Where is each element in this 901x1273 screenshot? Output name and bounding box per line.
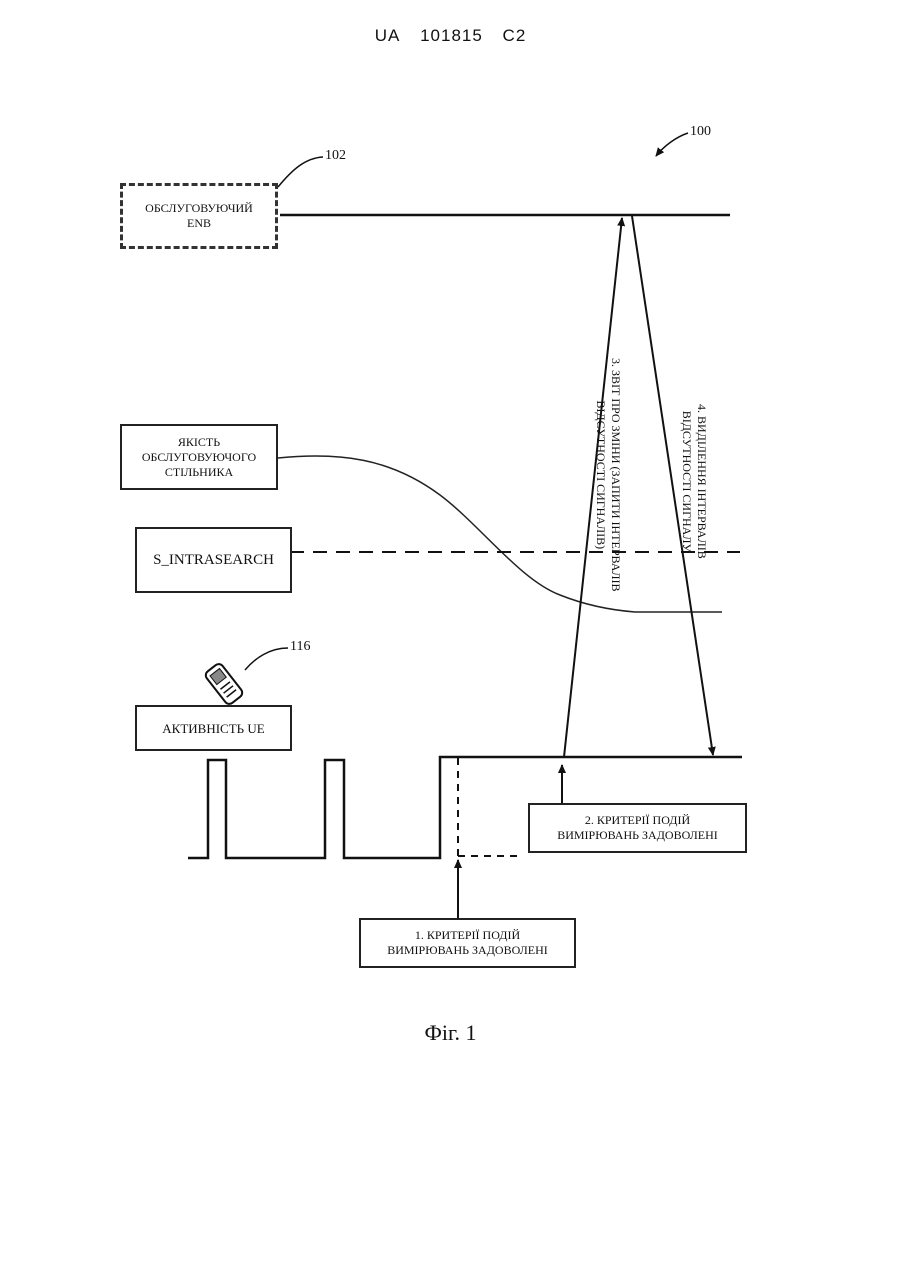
step1-line2: ВИМІРЮВАНЬ ЗАДОВОЛЕНІ <box>387 943 548 958</box>
ref-102: 102 <box>325 148 346 164</box>
ref-116-leader <box>245 648 288 670</box>
quality-curve <box>278 456 722 612</box>
serving-enb-box: ОБСЛУГОВУЮЧИЙ ENB <box>120 183 278 249</box>
step2-box: 2. КРИТЕРІЇ ПОДІЙ ВИМІРЮВАНЬ ЗАДОВОЛЕНІ <box>528 803 747 853</box>
figure-caption: Фіг. 1 <box>0 1020 901 1046</box>
s-intrasearch-box: S_INTRASEARCH <box>135 527 292 593</box>
step1-box: 1. КРИТЕРІЇ ПОДІЙ ВИМІРЮВАНЬ ЗАДОВОЛЕНІ <box>359 918 576 968</box>
quality-line1: ЯКІСТЬ <box>178 435 220 450</box>
serving-enb-line1: ОБСЛУГОВУЮЧИЙ <box>145 201 253 216</box>
ue-handset-icon <box>204 662 244 706</box>
ue-activity-box: АКТИВНІСТЬ UE <box>135 705 292 751</box>
step1-line1: 1. КРИТЕРІЇ ПОДІЙ <box>415 928 520 943</box>
step4-line1: 4. ВИДІЛЕННЯ ІНТЕРВАЛІВ <box>694 404 709 559</box>
ref-116: 116 <box>290 639 310 655</box>
ref-100-arrow <box>656 133 688 156</box>
step3-line2: ВІДСУТНОСТІ СИГНАЛІВ) <box>593 358 608 592</box>
s-intrasearch-label: S_INTRASEARCH <box>153 553 274 568</box>
step2-line1: 2. КРИТЕРІЇ ПОДІЙ <box>585 813 690 828</box>
step3-line1: 3. ЗВІТ ПРО ЗМІНИ (ЗАПИТИ ІНТЕРВАЛІВ <box>608 358 623 592</box>
ue-activity-label: АКТИВНІСТЬ UE <box>162 721 264 736</box>
step3-label: 3. ЗВІТ ПРО ЗМІНИ (ЗАПИТИ ІНТЕРВАЛІВ ВІД… <box>593 358 623 592</box>
serving-cell-quality-box: ЯКІСТЬ ОБСЛУГОВУЮЧОГО СТІЛЬНИКА <box>120 424 278 490</box>
step2-line2: ВИМІРЮВАНЬ ЗАДОВОЛЕНІ <box>557 828 718 843</box>
quality-line3: СТІЛЬНИКА <box>165 465 233 480</box>
ref-102-leader <box>278 157 323 187</box>
step4-line2: ВІДСУТНОСТІ СИГНАЛУ <box>679 404 694 559</box>
serving-enb-line2: ENB <box>187 216 211 231</box>
ref-100: 100 <box>690 124 711 140</box>
quality-line2: ОБСЛУГОВУЮЧОГО <box>142 450 256 465</box>
step4-label: 4. ВИДІЛЕННЯ ІНТЕРВАЛІВ ВІДСУТНОСТІ СИГН… <box>679 404 709 559</box>
